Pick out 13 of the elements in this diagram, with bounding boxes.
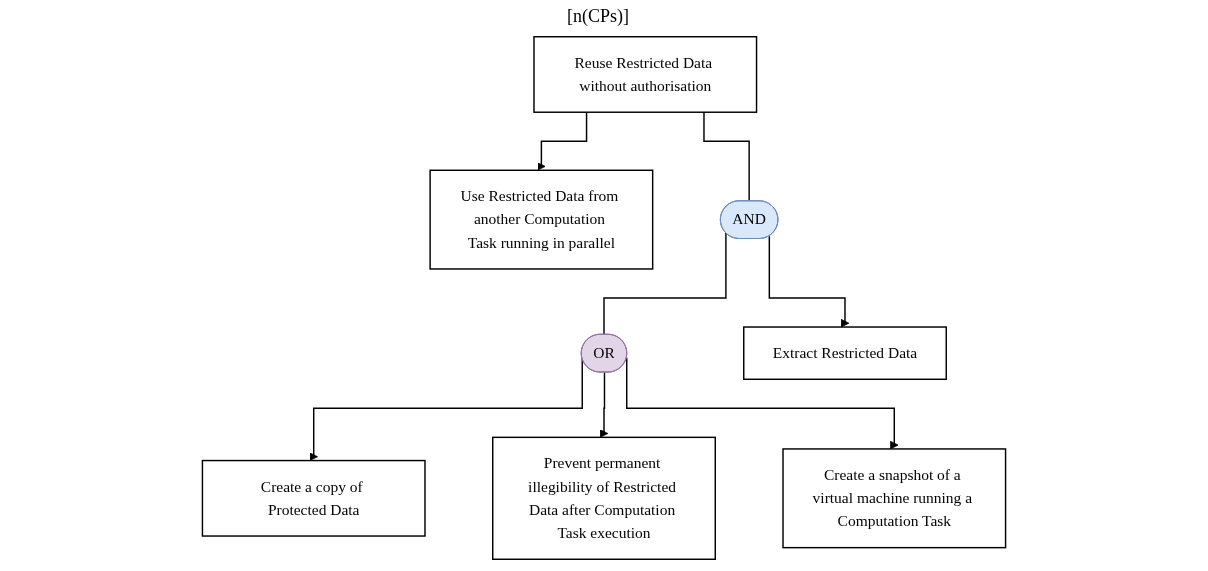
node-box: Use Restricted Data from another Computation Task running in parallel <box>429 169 654 270</box>
arrow <box>768 235 850 328</box>
multiplicity-note: [n(CPs)] <box>567 6 629 26</box>
node-box: Prevent permanent illegibility of Restricted Data after Computation Task execution <box>492 436 716 560</box>
arrow <box>599 371 609 438</box>
node-box: Create a copy of Protected Data <box>201 459 426 537</box>
node-box: Create a snapshot of a virtual machine running a Computation Task <box>782 448 1007 549</box>
arrow <box>626 357 899 450</box>
connector <box>703 111 751 202</box>
node-box: Reuse Restricted Data without authorisation <box>533 36 758 113</box>
arrow <box>537 111 588 171</box>
node-box: Extract Restricted Data <box>743 326 947 380</box>
connector <box>603 232 727 336</box>
